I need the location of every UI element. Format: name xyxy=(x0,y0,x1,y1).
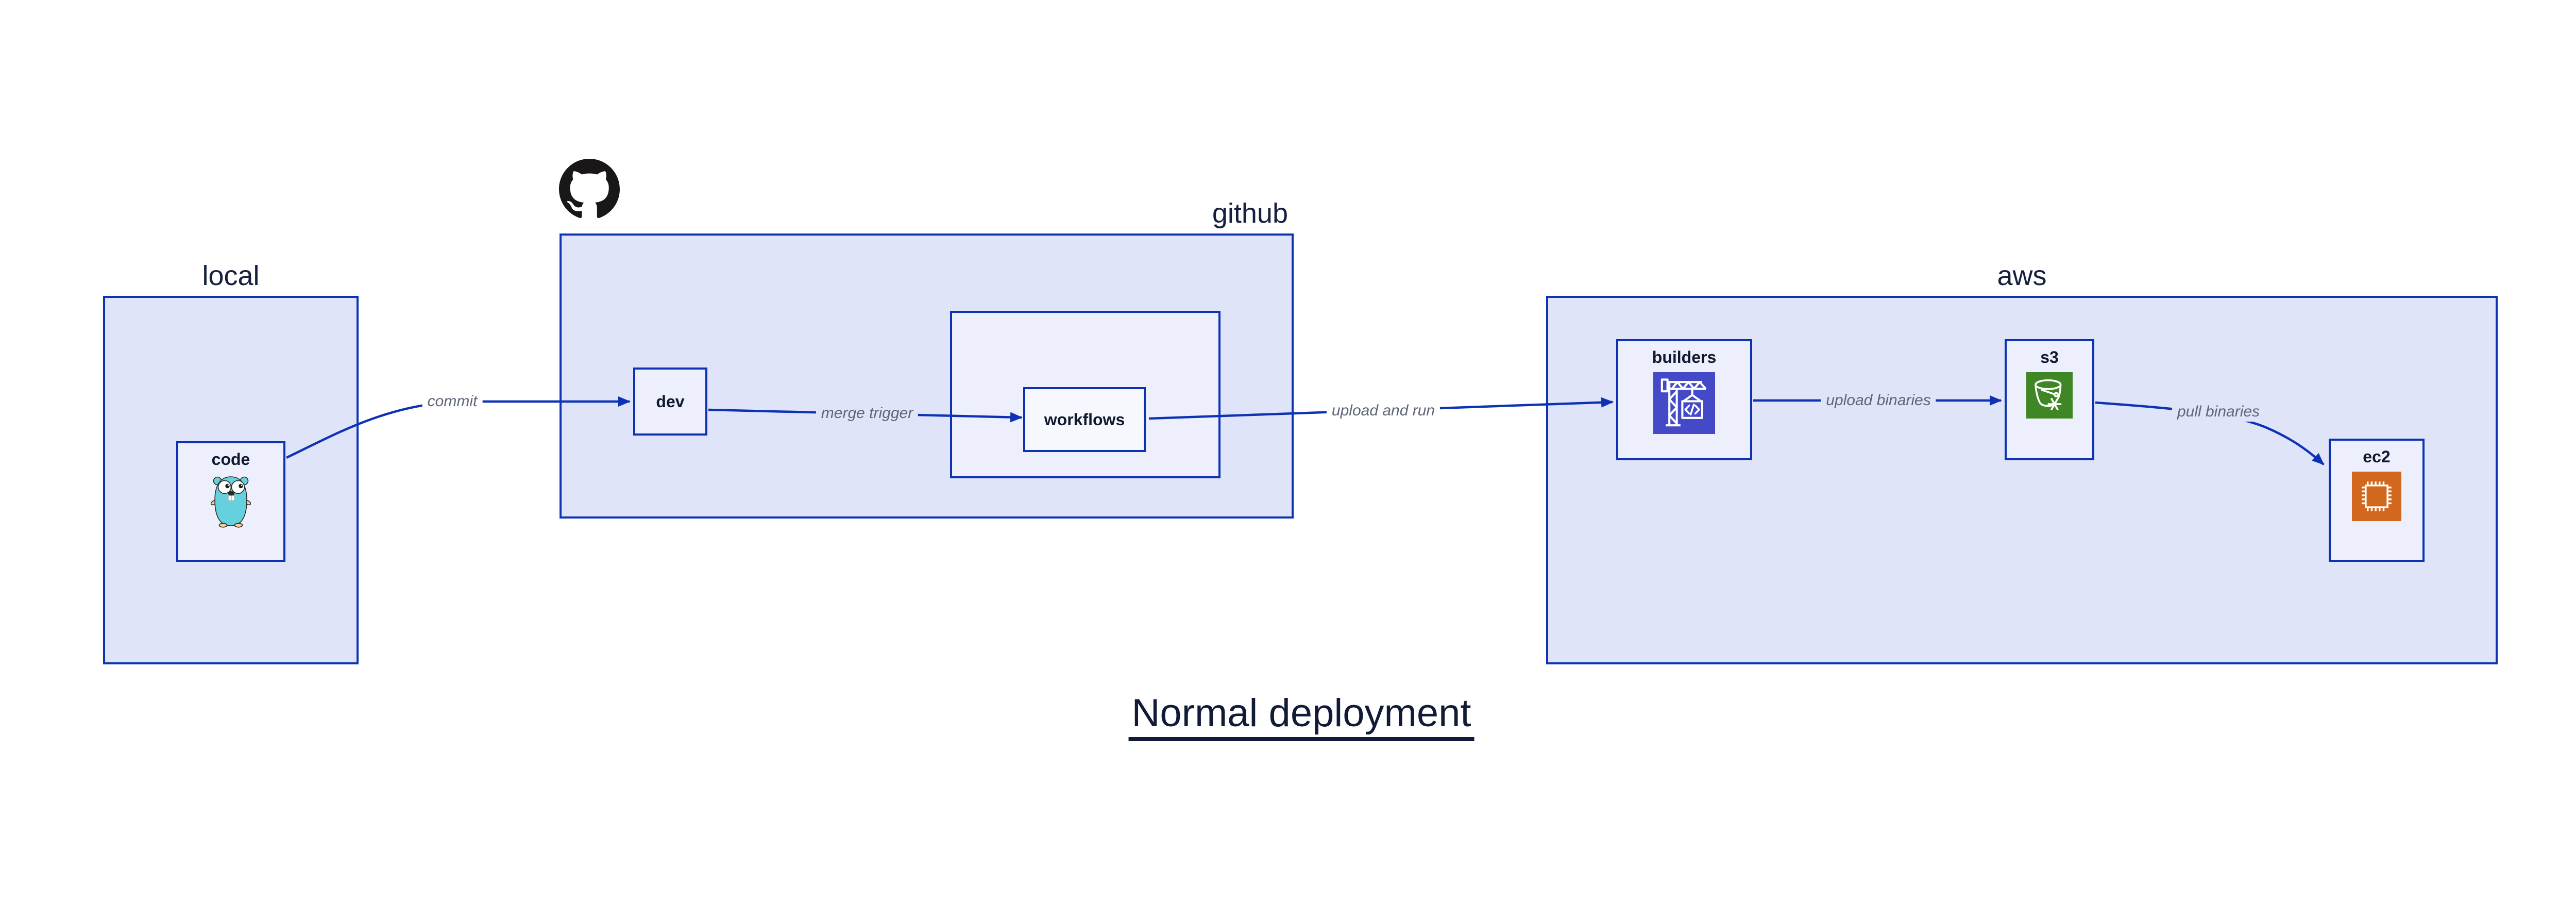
node-workflows: workflows xyxy=(1023,387,1146,452)
container-label-aws: aws xyxy=(1997,260,2047,291)
node-builders-label: builders xyxy=(1652,348,1717,366)
node-ec2: ec2 xyxy=(2329,439,2425,562)
ec2-chip-icon xyxy=(2352,472,2401,524)
node-dev-label: dev xyxy=(656,392,685,411)
s3-glacier-bucket-icon xyxy=(2026,372,2073,421)
node-dev: dev xyxy=(633,368,707,436)
github-octocat-icon xyxy=(559,159,620,220)
edge-label-merge-trigger: merge trigger xyxy=(816,404,919,423)
edge-label-pull-binaries: pull binaries xyxy=(2172,402,2265,422)
edge-label-commit: commit xyxy=(422,392,483,411)
node-workflows-label: workflows xyxy=(1044,410,1125,429)
node-s3: s3 xyxy=(2005,339,2094,460)
container-label-local: local xyxy=(202,260,260,291)
node-code-label: code xyxy=(211,450,250,469)
codebuild-crane-icon xyxy=(1653,372,1715,437)
edge-label-upload-and-run: upload and run xyxy=(1326,401,1440,421)
node-ec2-label: ec2 xyxy=(2363,447,2391,466)
node-code: code xyxy=(176,441,285,562)
container-label-github: github xyxy=(1212,198,1288,229)
go-gopher-icon xyxy=(210,474,251,530)
edge-label-upload-binaries: upload binaries xyxy=(1821,391,1936,410)
node-s3-label: s3 xyxy=(2040,348,2059,366)
node-builders: builders xyxy=(1616,339,1752,460)
diagram-title: Normal deployment xyxy=(1128,694,1475,741)
